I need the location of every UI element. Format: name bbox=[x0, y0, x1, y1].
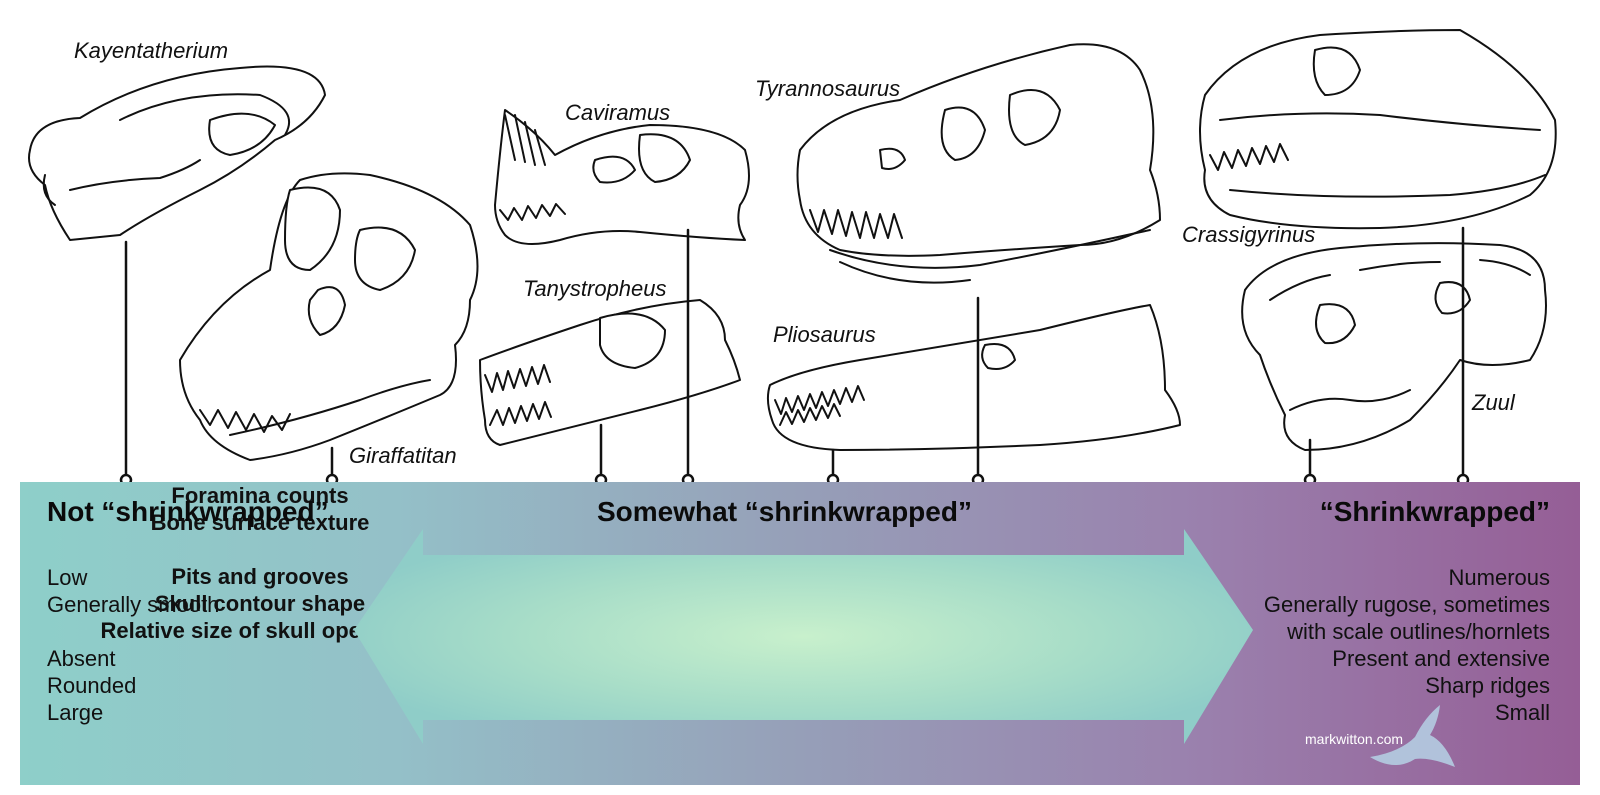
left-values: Low Generally smooth Absent Rounded Larg… bbox=[47, 564, 219, 726]
label-pliosaurus: Pliosaurus bbox=[773, 322, 876, 347]
left-value bbox=[47, 618, 219, 645]
label-zuul: Zuul bbox=[1472, 390, 1515, 415]
criterion: Bone surface texture bbox=[150, 510, 370, 535]
crassigyrinus-skull bbox=[1199, 29, 1557, 230]
shrinkwrap-scale-band: Not “shrinkwrapped” Somewhat “shrinkwrap… bbox=[20, 482, 1580, 785]
right-value: Generally rugose, sometimes bbox=[1263, 592, 1550, 617]
zuul-skull bbox=[1241, 242, 1547, 451]
left-value: Large bbox=[47, 700, 104, 725]
left-value: Low bbox=[47, 565, 88, 590]
watermark-text: markwitton.com bbox=[1305, 731, 1404, 747]
label-crassigyrinus: Crassigyrinus bbox=[1182, 222, 1316, 247]
pterosaur-logo-icon bbox=[1370, 705, 1455, 767]
left-value: Generally smooth bbox=[47, 592, 220, 617]
label-giraffatitan: Giraffatitan bbox=[349, 443, 457, 468]
right-value: with scale outlines/hornlets bbox=[1287, 619, 1550, 644]
category-somewhat-shrinkwrapped: Somewhat “shrinkwrapped” bbox=[597, 496, 972, 527]
label-tyrannosaurus: Tyrannosaurus bbox=[755, 76, 901, 101]
right-value: Present and extensive bbox=[1332, 646, 1550, 671]
right-value: Sharp ridges bbox=[1425, 673, 1550, 698]
label-kayentatherium: Kayentatherium bbox=[74, 38, 229, 63]
caviramus-skull bbox=[494, 109, 750, 245]
label-caviramus: Caviramus bbox=[565, 100, 671, 125]
double-arrow-shape bbox=[354, 529, 1253, 744]
category-shrinkwrapped: “Shrinkwrapped” bbox=[1319, 496, 1550, 527]
giraffatitan-skull bbox=[179, 172, 479, 461]
right-values: Numerous Generally rugose, sometimes wit… bbox=[1264, 564, 1550, 726]
criterion: Foramina counts bbox=[171, 483, 349, 508]
criterion: Skull contour shape bbox=[154, 591, 366, 616]
criterion: Pits and grooves bbox=[171, 564, 349, 589]
criteria-list: Foramina counts Bone surface texture Pit… bbox=[20, 482, 500, 644]
tyrannosaurus-skull bbox=[796, 43, 1161, 284]
label-tanystropheus: Tanystropheus bbox=[523, 276, 667, 301]
right-value: Numerous bbox=[1448, 565, 1550, 590]
left-value: Rounded bbox=[47, 673, 137, 698]
right-value: Small bbox=[1494, 700, 1550, 725]
kayentatherium-skull bbox=[28, 65, 326, 241]
double-arrow bbox=[354, 529, 1253, 744]
category-not-shrinkwrapped: Not “shrinkwrapped” bbox=[47, 496, 329, 527]
left-value: Absent bbox=[47, 646, 116, 671]
tanystropheus-skull bbox=[479, 299, 741, 446]
pliosaurus-skull bbox=[766, 304, 1181, 451]
